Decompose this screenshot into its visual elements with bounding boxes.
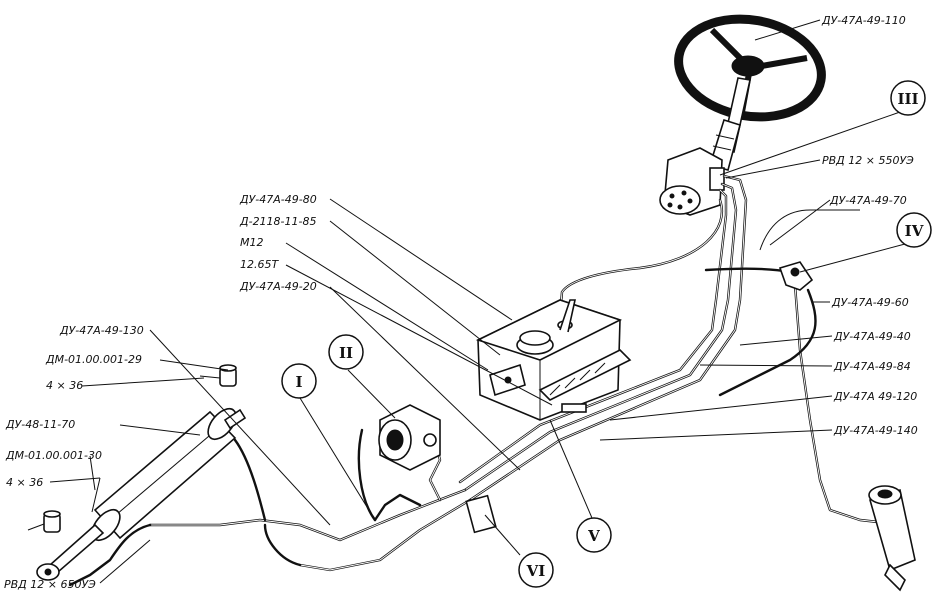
label-du140: ДУ-47А-49-140 xyxy=(833,424,918,437)
callout-V: V xyxy=(576,517,612,553)
callout-III: III xyxy=(890,80,926,116)
label-du60: ДУ-47А-49-60 xyxy=(831,296,909,309)
callout-IV: IV xyxy=(896,212,932,248)
svg-text:I: I xyxy=(295,373,302,391)
label-4x36-top: 4 × 36 xyxy=(46,379,83,392)
label-du84: ДУ-47А-49-84 xyxy=(833,360,911,373)
label-du48: ДУ-48-11-70 xyxy=(5,418,75,431)
pin-bottom xyxy=(27,510,61,533)
right-cylinder xyxy=(868,485,916,592)
svg-text:VI: VI xyxy=(526,562,546,580)
clamp-VI xyxy=(465,494,497,534)
steering-wheel xyxy=(674,14,826,122)
svg-text:V: V xyxy=(587,527,600,545)
label-du130: ДУ-47А-49-130 xyxy=(59,324,144,337)
svg-text:III: III xyxy=(897,90,918,108)
label-du80: ДУ-47А-49-80 xyxy=(239,193,317,206)
callout-II: II xyxy=(328,334,364,370)
label-rvd-bottom: РВД 12 × 650УЭ xyxy=(4,578,96,591)
power-cylinder xyxy=(36,407,247,581)
label-dm29: ДМ-01.00.001-29 xyxy=(45,353,142,366)
callout-I: I xyxy=(281,363,317,399)
label-12-65t: 12.65Т xyxy=(240,258,279,271)
svg-text:IV: IV xyxy=(905,222,924,240)
label-du120: ДУ-47А 49-120 xyxy=(833,390,917,403)
steering-dispenser xyxy=(659,147,725,216)
label-m12: М12 xyxy=(240,236,264,249)
label-rvd-top: РВД 12 × 550УЭ xyxy=(822,154,914,167)
label-du40: ДУ-47А-49-40 xyxy=(833,330,911,343)
label-wheel: ДУ-47А-49-110 xyxy=(821,14,906,27)
tee-fitting-IV xyxy=(778,261,814,291)
oil-tank xyxy=(475,299,632,421)
label-dm30: ДМ-01.00.001-30 xyxy=(5,449,102,462)
valve-block-II xyxy=(378,404,441,471)
label-d2118: Д-2118-11-85 xyxy=(239,215,317,228)
leader-lines xyxy=(49,19,906,584)
svg-text:II: II xyxy=(339,344,353,362)
callout-VI: VI xyxy=(518,552,554,588)
pipelines xyxy=(68,174,880,587)
label-du20: ДУ-47А-49-20 xyxy=(239,280,317,293)
label-4x36-bottom: 4 × 36 xyxy=(6,476,43,489)
label-du70: ДУ-47А-49-70 xyxy=(829,194,907,207)
